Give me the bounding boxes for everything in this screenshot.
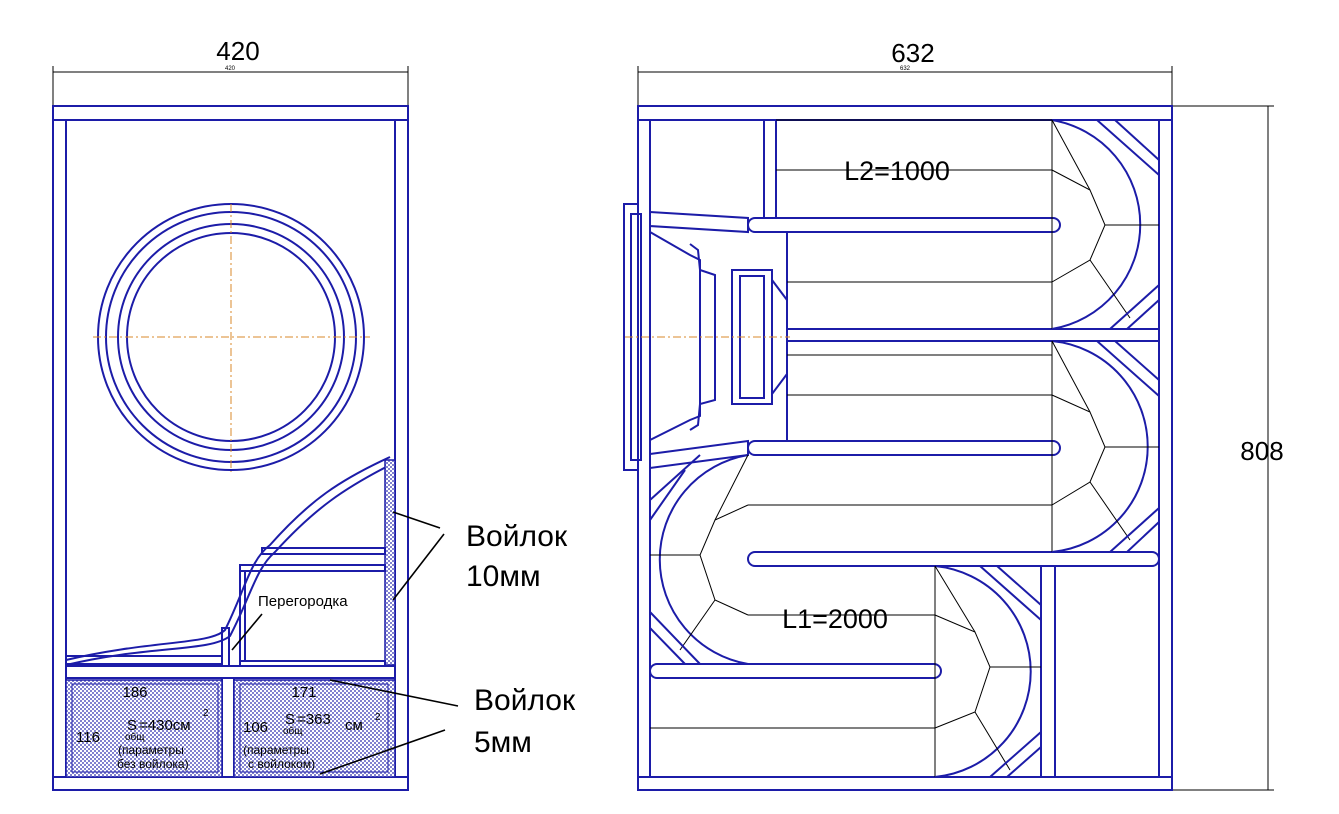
felt-10mm-leader-2 (392, 533, 445, 601)
right-chamber-inner (239, 683, 389, 773)
front-width-label: 420 (216, 36, 259, 66)
front-view: 420 420 (52, 36, 576, 791)
side-cabinet-outline (637, 105, 1173, 791)
front-width-label-small: 420 (225, 66, 236, 72)
left-chamber-width: 186 (122, 684, 147, 701)
right-chamber-area-prefix: S (285, 711, 295, 728)
side-width-label: 632 (891, 38, 934, 68)
partition-leader (231, 613, 263, 651)
front-width-dimension: 420 420 (52, 36, 409, 106)
side-view: 632 632 808 (623, 38, 1284, 791)
left-chamber-labels: 186 116 S общ =430см 2 (параметры без во… (76, 684, 209, 771)
left-chamber-note-2: без войлока) (117, 757, 189, 771)
lower-horn-path (649, 454, 1042, 778)
right-chamber-width: 171 (291, 684, 316, 701)
side-width-label-small: 632 (900, 66, 911, 72)
left-chamber-area-sup: 2 (203, 708, 209, 719)
side-height-dimension: 808 (1172, 105, 1284, 791)
horn-curve (65, 456, 391, 661)
right-chamber-height: 106 (243, 719, 268, 736)
felt-10mm-label-line1: Войлок (466, 520, 568, 553)
right-chamber-area-sub: общ (283, 725, 303, 737)
right-chamber-area-unit: см (345, 717, 363, 734)
left-chamber-note-1: (параметры (118, 743, 184, 757)
felt-10mm-leader-1 (392, 511, 441, 529)
partition-label: Перегородка (258, 593, 348, 610)
right-chamber-felt (233, 679, 396, 778)
felt-10mm-label-line2: 10мм (466, 560, 541, 593)
path-lower-label: L1=2000 (782, 604, 888, 634)
left-chamber-height: 116 (76, 729, 100, 746)
right-chamber-area-value: =363 (297, 711, 331, 728)
left-chamber-area-sub: общ (125, 731, 145, 743)
left-chamber-area-value: =430см (139, 717, 191, 734)
woofer-front (93, 203, 370, 472)
right-chamber-labels: 171 106 S общ =363 см 2 (параметры с вой… (243, 684, 381, 771)
right-chamber-note-2: с войлоком) (248, 757, 315, 771)
felt-5mm-label-line1: Войлок (474, 684, 576, 717)
left-chamber-area-prefix: S (127, 717, 137, 734)
side-height-label: 808 (1240, 436, 1283, 466)
left-chamber-felt (65, 679, 223, 778)
side-width-dimension: 632 632 (637, 38, 1173, 106)
felt-5mm-leader-2 (319, 729, 446, 775)
left-chamber-inner (71, 683, 219, 773)
path-upper-label: L2=1000 (844, 156, 950, 186)
right-chamber-area-sup: 2 (375, 712, 381, 723)
felt-10mm-strip (384, 459, 396, 666)
horn-curve-inner (65, 464, 391, 666)
woofer-side (623, 203, 790, 471)
felt-5mm-label-line2: 5мм (474, 726, 532, 759)
upper-horn-path (748, 119, 1160, 553)
right-chamber-note-1: (параметры (243, 743, 309, 757)
felt-5mm-leader-1 (329, 679, 459, 707)
side-top-partition (763, 119, 777, 219)
